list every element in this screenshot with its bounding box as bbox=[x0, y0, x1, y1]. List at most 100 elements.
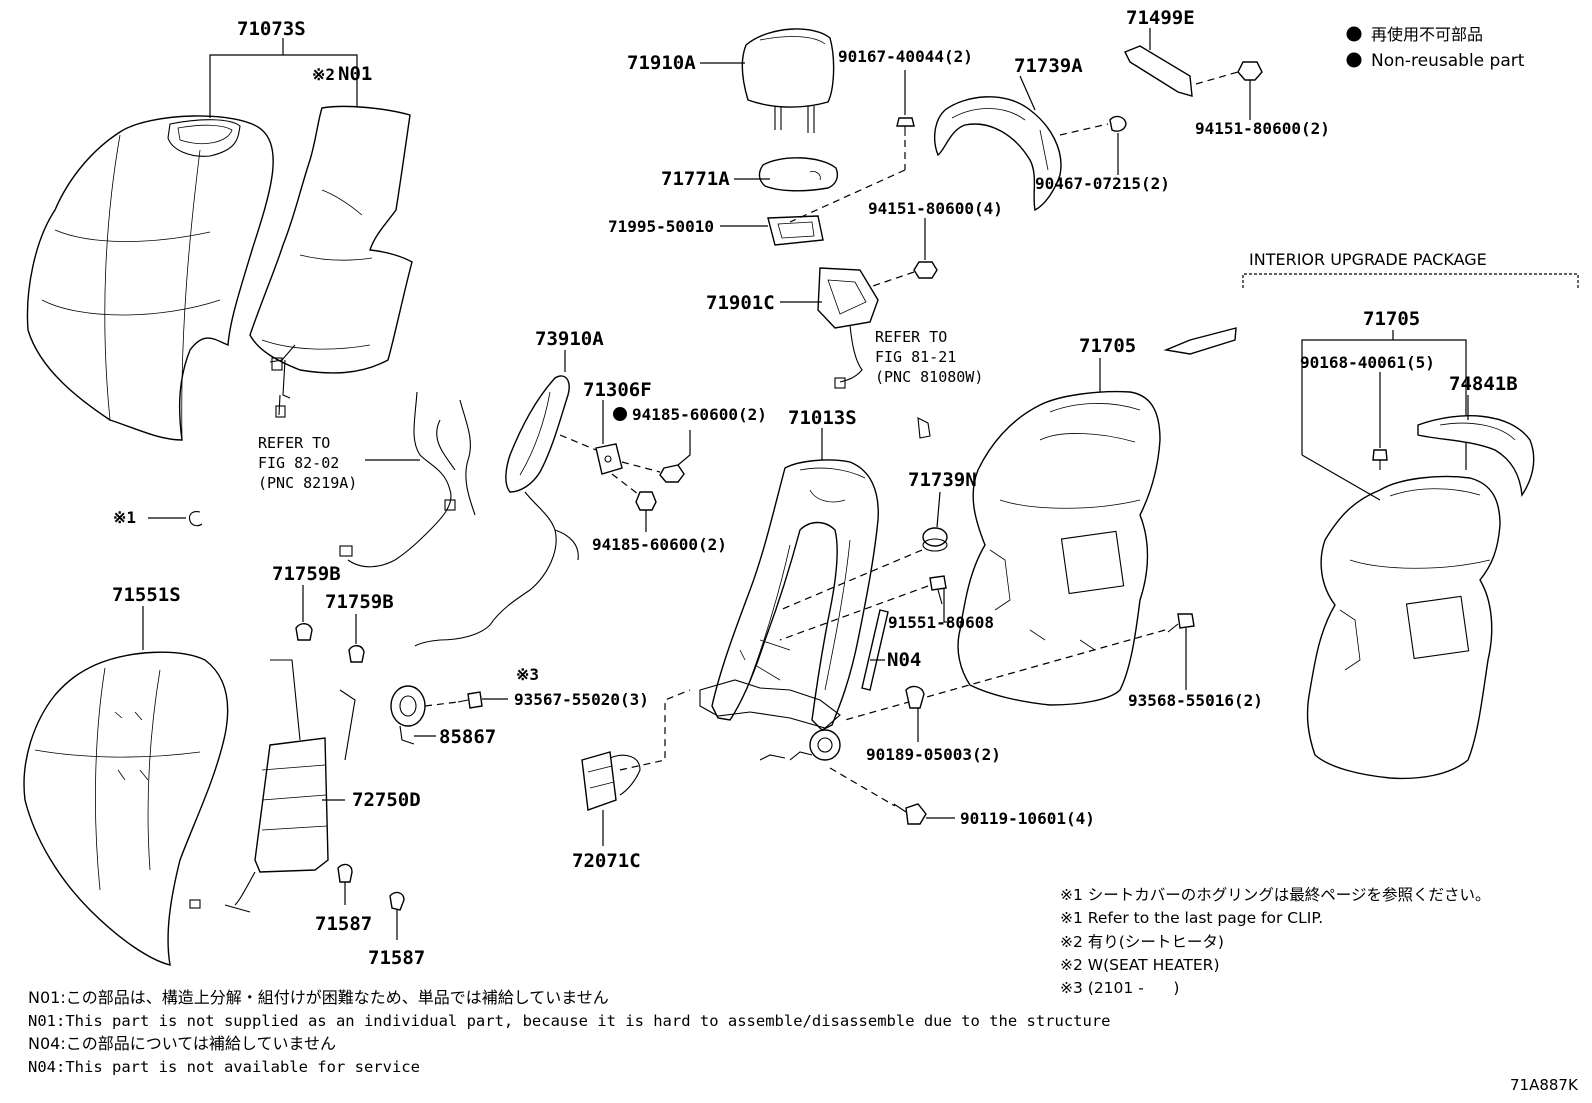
part-71013S-frame bbox=[699, 459, 879, 761]
footnote-N04-en: N04:This part is not available for servi… bbox=[28, 1058, 420, 1076]
label-clip-mark: ※1 bbox=[113, 508, 136, 527]
label-91551: 91551-80608 bbox=[888, 613, 994, 632]
label-93567: 93567-55020(3) bbox=[514, 690, 649, 709]
label-94151-4: 94151-80600(4) bbox=[868, 199, 1003, 218]
label-72750D: 72750D bbox=[352, 789, 421, 811]
label-71995: 71995-50010 bbox=[608, 217, 714, 236]
legend-bullet-icon bbox=[1346, 26, 1362, 42]
label-85867: 85867 bbox=[439, 726, 496, 748]
part-72071C-motor bbox=[581, 751, 641, 811]
label-71739A: 71739A bbox=[1014, 55, 1083, 77]
package-bracket bbox=[1242, 273, 1579, 288]
label-90189: 90189-05003(2) bbox=[866, 745, 1001, 764]
part-71759B-a bbox=[295, 623, 313, 641]
label-71771A: 71771A bbox=[661, 168, 730, 190]
dash-94151 bbox=[1195, 71, 1239, 85]
label-71499E: 71499E bbox=[1126, 7, 1195, 29]
label-71587-b: 71587 bbox=[368, 947, 425, 969]
part-71705-package-board bbox=[1306, 475, 1501, 780]
label-73910A: 73910A bbox=[535, 328, 604, 350]
ref-fig82-line1: REFER TO bbox=[258, 434, 330, 452]
part-94185-nut-b bbox=[635, 491, 657, 511]
label-90167: 90167-40044(2) bbox=[838, 47, 973, 66]
label-94185-b: 94185-60600(2) bbox=[592, 535, 727, 554]
legend: 再使用不可部品 Non-reusable part bbox=[1346, 25, 1525, 71]
label-94185-a: 94185-60600(2) bbox=[632, 405, 767, 424]
part-wire-harness bbox=[339, 391, 476, 568]
part-N04-wire bbox=[861, 609, 889, 691]
part-71306F-bracket bbox=[595, 443, 623, 475]
leader-91551 bbox=[943, 588, 952, 623]
dash-93568 bbox=[844, 629, 1166, 721]
part-90167-screw bbox=[896, 117, 915, 136]
part-85867-switch bbox=[390, 685, 426, 745]
part-71587-a bbox=[337, 863, 353, 883]
clip-icon bbox=[188, 511, 203, 527]
arrow-icon bbox=[1163, 327, 1237, 355]
label-71073S: 71073S bbox=[237, 18, 306, 40]
legend-jp: 再使用不可部品 bbox=[1371, 25, 1483, 44]
part-71551S-back-cover bbox=[23, 651, 229, 966]
footnote-2-jp: ※2 有り(シートヒータ) bbox=[1060, 933, 1224, 951]
footnotes-bottom: N01:この部品は、構造上分解・組付けが困難なため、単品では補給していません N… bbox=[28, 988, 1111, 1076]
label-71587-a: 71587 bbox=[315, 913, 372, 935]
part-90467-clip bbox=[1109, 115, 1127, 132]
dash-94151-4 bbox=[869, 271, 915, 288]
dash-94185-b bbox=[611, 473, 639, 495]
footnote-N01-en: N01:This part is not supplied as an indi… bbox=[28, 1012, 1111, 1030]
dash-71739N bbox=[779, 549, 923, 611]
part-90119-bolt bbox=[893, 803, 927, 825]
part-71771A-cover bbox=[758, 157, 839, 192]
label-90168: 90168-40061(5) bbox=[1300, 353, 1435, 372]
footnote-N04-jp: N04:この部品については補給していません bbox=[28, 1034, 336, 1053]
part-N01-seat-heater bbox=[249, 105, 413, 418]
footnotes-right: ※1 シートカバーのホグリングは最終ページを参照ください。 ※1 Refer t… bbox=[1060, 886, 1490, 997]
part-71073S-seatback-cover bbox=[26, 115, 274, 441]
part-71739A-shield bbox=[933, 96, 1062, 212]
dash-90119 bbox=[829, 767, 896, 807]
label-71759B-a: 71759B bbox=[272, 563, 341, 585]
label-90119: 90119-10601(4) bbox=[960, 809, 1095, 828]
dash-93567 bbox=[424, 701, 459, 707]
footnote-3: ※3 (2101 - ) bbox=[1060, 979, 1179, 997]
non-reusable-bullet-icon bbox=[613, 407, 627, 421]
label-71910A: 71910A bbox=[627, 52, 696, 74]
part-74841B-garnish bbox=[1417, 415, 1535, 498]
label-90467: 90467-07215(2) bbox=[1035, 174, 1170, 193]
ref-fig81-line1: REFER TO bbox=[875, 328, 947, 346]
dash-90467 bbox=[1059, 123, 1109, 136]
footnote-2-en: ※2 W(SEAT HEATER) bbox=[1060, 956, 1220, 974]
dash-91551 bbox=[779, 585, 929, 641]
leader-71705-pkg-b bbox=[1301, 454, 1381, 501]
footnote-N01-jp: N01:この部品は、構造上分解・組付けが困難なため、単品では補給していません bbox=[28, 988, 609, 1007]
label-71705-main: 71705 bbox=[1079, 335, 1136, 357]
ref-fig81-line2: FIG 81-21 bbox=[875, 348, 956, 366]
part-93567-bolt bbox=[457, 691, 483, 709]
part-71759B-b bbox=[348, 645, 365, 663]
label-71739N: 71739N bbox=[908, 469, 977, 491]
part-71739N-guide bbox=[922, 527, 948, 552]
dash-94185-a2 bbox=[621, 461, 661, 473]
label-N01: N01 bbox=[338, 63, 372, 85]
dash-72071C bbox=[619, 689, 691, 771]
part-73910A-airbag bbox=[414, 375, 579, 647]
package-label: INTERIOR UPGRADE PACKAGE bbox=[1249, 250, 1487, 269]
part-71910A-headrest bbox=[741, 28, 835, 133]
label-71759B-b: 71759B bbox=[325, 591, 394, 613]
label-71013S: 71013S bbox=[788, 407, 857, 429]
part-90189-clip bbox=[905, 685, 925, 709]
part-94151-nut bbox=[1237, 61, 1263, 81]
label-71705-pkg: 71705 bbox=[1363, 308, 1420, 330]
dash-94185-a bbox=[559, 434, 597, 451]
leader-71705-pkg bbox=[1301, 339, 1467, 470]
label-93568: 93568-55016(2) bbox=[1128, 691, 1263, 710]
label-N01-mark: ※2 bbox=[312, 65, 335, 84]
footnote-1-en: ※1 Refer to the last page for CLIP. bbox=[1060, 909, 1323, 927]
label-94151-2: 94151-80600(2) bbox=[1195, 119, 1330, 138]
part-71995-support bbox=[767, 215, 824, 246]
leader-71739A bbox=[1019, 75, 1036, 111]
legend-bullet-icon bbox=[1346, 52, 1362, 68]
dash-90167-b bbox=[789, 169, 906, 223]
